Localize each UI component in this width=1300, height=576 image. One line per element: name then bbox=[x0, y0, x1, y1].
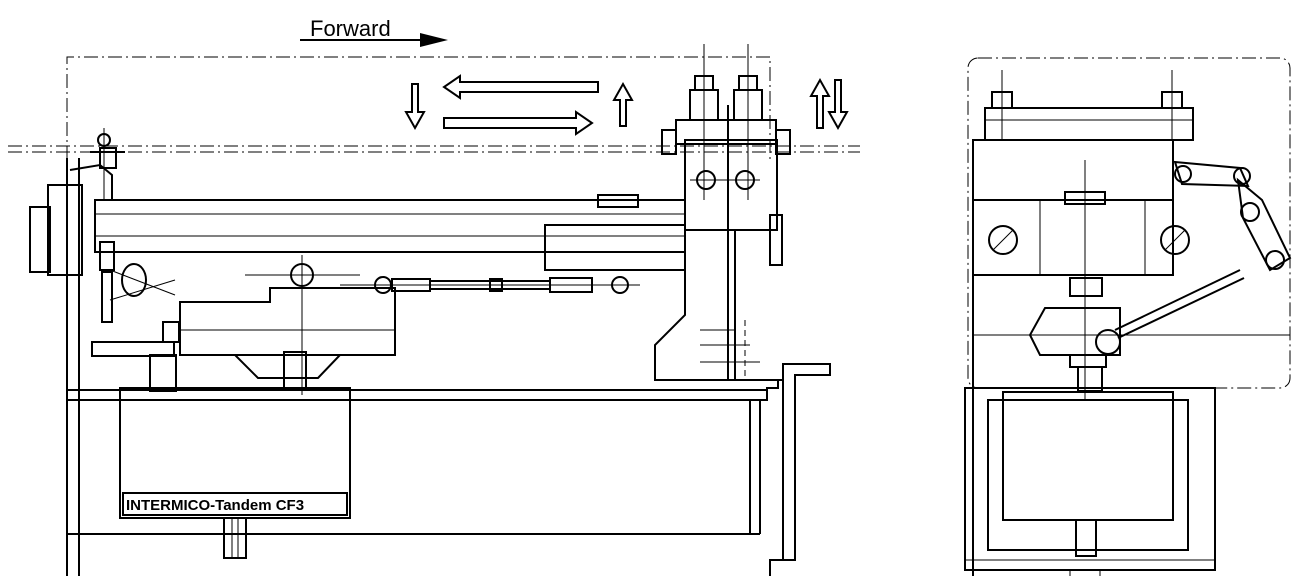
linkage-arm-upper bbox=[1173, 160, 1250, 188]
left-lever bbox=[69, 163, 113, 200]
side-bracket bbox=[766, 363, 831, 576]
lower-block bbox=[1069, 277, 1103, 297]
arrow-left-icon bbox=[442, 74, 599, 100]
forward-indicator: Forward bbox=[300, 16, 448, 47]
arrow-right-icon bbox=[443, 110, 594, 136]
lower-bolt bbox=[149, 354, 177, 392]
arrow-right-icon bbox=[420, 33, 448, 47]
column-side-boss bbox=[769, 214, 783, 266]
linkage-pin bbox=[1240, 202, 1260, 222]
tie-rod bbox=[1114, 269, 1241, 331]
carriage-foot bbox=[232, 354, 343, 379]
side-view: Forward bbox=[8, 16, 860, 576]
middle-housing bbox=[972, 199, 1174, 276]
forward-label: Forward bbox=[310, 16, 391, 41]
lower-flange bbox=[1069, 354, 1107, 368]
linkage-pin bbox=[1174, 165, 1192, 183]
column-head bbox=[684, 139, 778, 231]
left-bracket bbox=[47, 184, 83, 276]
carriage-bolt bbox=[283, 351, 307, 391]
bearing-hatch bbox=[992, 229, 1014, 251]
front-drive-box bbox=[1002, 391, 1174, 521]
link-rod bbox=[99, 241, 115, 271]
arm-top-pad bbox=[597, 194, 639, 208]
front-base-inner bbox=[987, 399, 1189, 551]
model-label-plate bbox=[122, 492, 348, 516]
motion-arrows bbox=[404, 74, 849, 136]
arm-end-block bbox=[544, 224, 686, 271]
link-spring bbox=[101, 271, 113, 323]
linkage-arm-lower bbox=[1236, 177, 1292, 272]
envelope-outline bbox=[66, 56, 771, 160]
front-view bbox=[964, 57, 1292, 576]
arrow-down-icon bbox=[827, 79, 849, 131]
lower-plate bbox=[91, 341, 175, 357]
model-label: INTERMICO-Tandem CF3 bbox=[126, 497, 304, 514]
adjust-screw-body bbox=[99, 147, 117, 169]
arrow-up-icon bbox=[612, 81, 634, 127]
lower-screw bbox=[162, 321, 180, 343]
drive-shaft bbox=[223, 517, 247, 559]
tie-rod bbox=[1117, 277, 1245, 339]
clamp-screw-left bbox=[661, 129, 677, 155]
bearing-hatch bbox=[1164, 229, 1186, 251]
tie-rod-pivot bbox=[1095, 329, 1121, 355]
arrow-down-icon bbox=[404, 83, 426, 131]
carriage-body bbox=[179, 287, 396, 356]
bearing-right bbox=[1160, 225, 1190, 255]
cam bbox=[121, 263, 148, 297]
top-plate bbox=[984, 107, 1194, 141]
column-body bbox=[654, 230, 736, 381]
left-hub bbox=[29, 206, 51, 273]
bearing-left bbox=[988, 225, 1018, 255]
clamp-screw-right bbox=[775, 129, 791, 155]
arrow-up-icon bbox=[809, 77, 831, 129]
front-base bbox=[964, 387, 1216, 571]
lower-bracket bbox=[1028, 307, 1121, 356]
cam-guide bbox=[109, 269, 176, 296]
cam-guide bbox=[109, 279, 176, 301]
front-drive-shaft bbox=[1075, 519, 1097, 557]
linkage-pin bbox=[1265, 250, 1285, 270]
